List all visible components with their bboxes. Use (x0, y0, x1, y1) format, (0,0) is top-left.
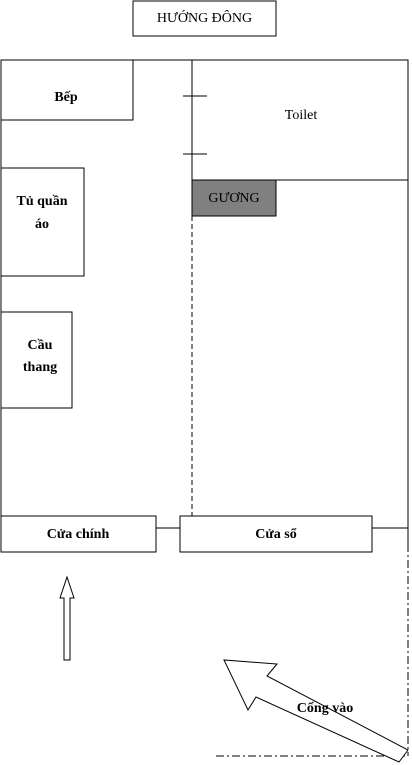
mirror-label: GƯƠNG (208, 191, 259, 206)
compass-label: HƯỚNG ĐÔNG (157, 9, 252, 26)
entry-arrow (59, 575, 75, 661)
main-door (0, 515, 157, 553)
wardrobe (0, 167, 85, 277)
kitchen-room (0, 59, 134, 121)
wardrobe-label-line1: Tủ quần (17, 194, 68, 209)
toilet-label: Toilet (285, 108, 318, 123)
window-label: Cửa sổ (255, 527, 296, 542)
stairs-label-line1: Cầu (28, 338, 53, 353)
gate-label: Cống vào (297, 701, 353, 716)
mirror-block (191, 179, 277, 217)
gate-arrow (223, 659, 409, 763)
kitchen-label: Bếp (54, 90, 78, 105)
stairs-label-line2: thang (23, 360, 57, 375)
compass-box (132, 0, 277, 37)
toilet-room (191, 59, 409, 181)
wardrobe-label-line2: áo (35, 217, 49, 232)
window (179, 515, 373, 553)
stairs (0, 311, 73, 409)
main-door-label: Cửa chính (47, 527, 110, 542)
